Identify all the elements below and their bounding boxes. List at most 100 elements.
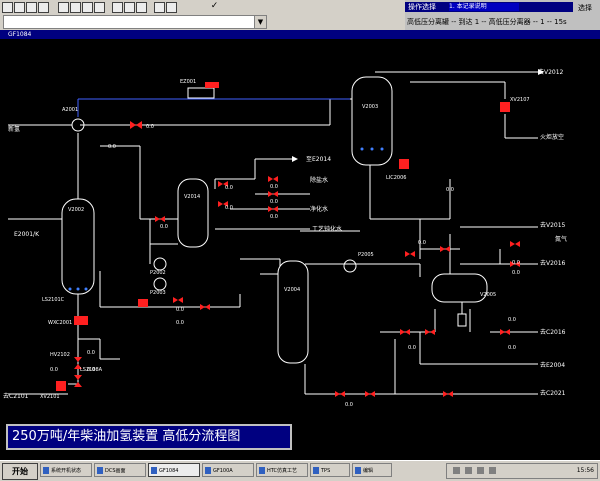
valve-20[interactable] bbox=[74, 357, 82, 369]
equip-tc-inst[interactable]: LS2101C bbox=[42, 297, 65, 303]
pump-p2003-symbol[interactable] bbox=[153, 277, 167, 291]
copy-icon[interactable] bbox=[58, 2, 69, 13]
task-item[interactable]: GF100A bbox=[202, 463, 254, 477]
valve-7[interactable] bbox=[155, 216, 165, 222]
compressor-symbol[interactable] bbox=[71, 118, 85, 132]
task-label: GF100A bbox=[213, 468, 233, 474]
valve-6[interactable] bbox=[268, 206, 278, 212]
pump-p2002-symbol[interactable] bbox=[153, 257, 167, 271]
tag-ls2108a[interactable]: LS2108A bbox=[80, 367, 103, 373]
chevron-down-icon[interactable]: ▼ bbox=[254, 16, 266, 28]
lic2006-valve[interactable] bbox=[399, 159, 409, 169]
tag-p2005[interactable]: P2005 bbox=[358, 252, 374, 258]
task-item[interactable]: HTC仿真工艺 bbox=[256, 463, 308, 477]
tray-icon[interactable] bbox=[489, 467, 496, 474]
label-bottom-out: 去C2101 bbox=[3, 393, 29, 400]
wxc2001-valve[interactable] bbox=[74, 316, 88, 325]
hv2102-valve[interactable] bbox=[205, 82, 219, 88]
vessel-v2004[interactable] bbox=[277, 260, 309, 364]
valve-18[interactable] bbox=[365, 391, 375, 397]
task-item-active[interactable]: GF1084 bbox=[148, 463, 200, 477]
cooler-symbol[interactable] bbox=[187, 87, 215, 99]
valve-8[interactable] bbox=[173, 297, 183, 303]
task-label: 系统开机状态 bbox=[51, 468, 82, 474]
check-icon[interactable]: ✓ bbox=[210, 1, 219, 11]
vessel-v2005[interactable] bbox=[431, 273, 488, 303]
grid-icon[interactable] bbox=[154, 2, 165, 13]
vessel-v2002[interactable] bbox=[61, 198, 95, 295]
value-18: 0.0 bbox=[345, 402, 353, 408]
equip-a2001[interactable]: A2001 bbox=[62, 107, 79, 113]
save-icon[interactable] bbox=[14, 2, 25, 13]
tray-icon[interactable] bbox=[453, 467, 460, 474]
valve-21[interactable] bbox=[74, 375, 82, 387]
task-item[interactable]: TPS bbox=[310, 463, 350, 477]
tag-xv2107[interactable]: XV2107 bbox=[510, 97, 530, 103]
tag-wxc2001[interactable]: WXC2001 bbox=[48, 320, 73, 326]
pump-p2005-symbol[interactable] bbox=[343, 259, 357, 273]
tag-hv2102[interactable]: HV2102 bbox=[50, 352, 70, 358]
valve-19[interactable] bbox=[443, 391, 453, 397]
zoom-icon[interactable] bbox=[136, 2, 147, 13]
equip-v2014[interactable]: V2014 bbox=[184, 194, 201, 200]
tray-icon[interactable] bbox=[465, 467, 472, 474]
arrow-to-v2012 bbox=[538, 69, 544, 75]
task-item[interactable]: 系统开机状态 bbox=[40, 463, 92, 477]
xv2107-valve[interactable] bbox=[500, 102, 510, 112]
vessel-v2003[interactable] bbox=[351, 76, 393, 166]
mode-label[interactable]: 选择 bbox=[578, 4, 592, 12]
valve-5[interactable] bbox=[268, 191, 278, 197]
equip-v2003[interactable]: V2003 bbox=[362, 104, 379, 110]
print-icon[interactable] bbox=[26, 2, 37, 13]
valve-1[interactable] bbox=[130, 121, 142, 129]
valve-2[interactable] bbox=[218, 181, 228, 187]
equip-v2005[interactable]: V2005 bbox=[480, 292, 497, 298]
valve-15[interactable] bbox=[425, 329, 435, 335]
cut-icon[interactable] bbox=[38, 2, 49, 13]
valve-11[interactable] bbox=[440, 246, 450, 252]
valve-16[interactable] bbox=[500, 329, 510, 335]
equip-v2004[interactable]: V2004 bbox=[284, 287, 301, 293]
arrow-icon[interactable] bbox=[94, 2, 105, 13]
vessel-v2014[interactable] bbox=[177, 178, 209, 248]
valve-14[interactable] bbox=[400, 329, 410, 335]
flow-arrows bbox=[292, 69, 544, 162]
valve-12[interactable] bbox=[510, 241, 520, 247]
app-icon bbox=[205, 467, 211, 474]
task-label: 编辑 bbox=[363, 468, 374, 474]
valve-3[interactable] bbox=[218, 201, 228, 207]
equip-p2003[interactable]: P2003 bbox=[150, 290, 166, 296]
equip-e2001-cooler[interactable]: EZ001 bbox=[180, 79, 197, 85]
valve-17[interactable] bbox=[335, 391, 345, 397]
tag-lic2006[interactable]: LIC2006 bbox=[386, 175, 407, 181]
label-r2001-in: E2001/K bbox=[14, 231, 40, 238]
value-8: 0.0 bbox=[160, 224, 168, 230]
undo-icon[interactable] bbox=[82, 2, 93, 13]
equipment-symbols bbox=[71, 87, 357, 291]
valve-9[interactable] bbox=[200, 304, 210, 310]
app-icon bbox=[43, 467, 49, 474]
app-icon bbox=[259, 467, 265, 474]
value-16: 0.0 bbox=[508, 317, 516, 323]
start-button[interactable]: 开始 bbox=[2, 463, 38, 480]
equip-v2002[interactable]: V2002 bbox=[68, 207, 85, 213]
paste-icon[interactable] bbox=[70, 2, 81, 13]
tray-icon[interactable] bbox=[477, 467, 484, 474]
tag-xv2101[interactable]: XV2101 bbox=[40, 394, 60, 400]
refresh-icon[interactable] bbox=[166, 2, 177, 13]
a2001-valve[interactable] bbox=[138, 299, 148, 307]
selector-value[interactable]: 1. 本记录说明 bbox=[449, 3, 519, 11]
clock[interactable]: 15:56 bbox=[576, 467, 594, 474]
down-icon[interactable] bbox=[124, 2, 135, 13]
xv2101-valve[interactable] bbox=[56, 381, 66, 391]
valve-4[interactable] bbox=[268, 176, 278, 182]
view-combo[interactable]: ▼ bbox=[3, 15, 267, 29]
valve-10[interactable] bbox=[405, 251, 415, 257]
label-to-v2012: 去V2012 bbox=[538, 69, 564, 76]
valve-13[interactable] bbox=[510, 261, 520, 267]
up-icon[interactable] bbox=[112, 2, 123, 13]
open-icon[interactable] bbox=[2, 2, 13, 13]
task-item[interactable]: DCS画面 bbox=[94, 463, 146, 477]
task-item[interactable]: 编辑 bbox=[352, 463, 392, 477]
equip-p2002[interactable]: P2002 bbox=[150, 270, 166, 276]
